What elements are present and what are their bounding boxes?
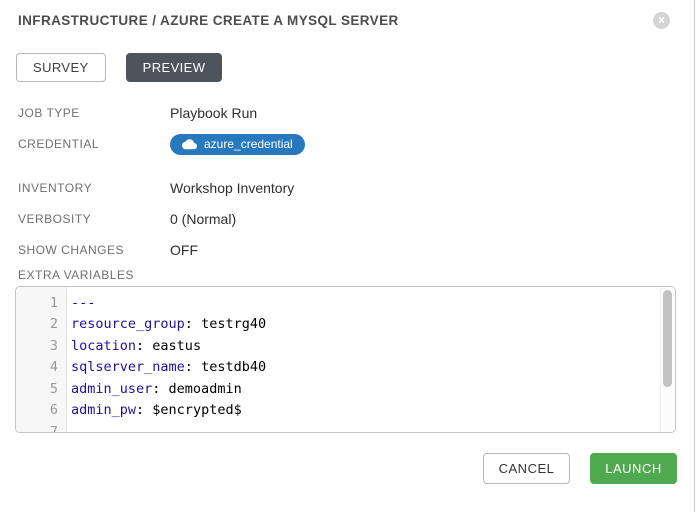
- code-line: 5 admin_user: demoadmin: [16, 378, 675, 400]
- code-line: 1 ---: [16, 292, 675, 314]
- modal-title: INFRASTRUCTURE / AZURE CREATE A MYSQL SE…: [18, 13, 399, 28]
- cancel-button[interactable]: CANCEL: [483, 453, 570, 484]
- tab-bar: SURVEY PREVIEW: [16, 53, 223, 82]
- detail-row-show-changes: SHOW CHANGES OFF: [18, 239, 678, 261]
- line-number: 6: [49, 402, 58, 419]
- job-details: JOB TYPE Playbook Run CREDENTIAL azure_c…: [18, 102, 678, 270]
- code-line: 6 admin_pw: $encrypted$: [16, 400, 675, 422]
- credential-badge[interactable]: azure_credential: [170, 133, 305, 155]
- job-type-label: JOB TYPE: [18, 106, 80, 120]
- editor-gutter: [16, 287, 67, 432]
- code-line: 4 sqlserver_name: testdb40: [16, 357, 675, 379]
- editor-lines: 1 --- 2 resource_group: testrg40 3 locat…: [16, 292, 675, 433]
- close-icon: ×: [657, 13, 665, 27]
- close-button[interactable]: ×: [653, 12, 670, 29]
- line-number: 4: [49, 359, 58, 376]
- tab-preview[interactable]: PREVIEW: [125, 53, 223, 82]
- verbosity-label: VERBOSITY: [18, 212, 92, 226]
- credential-label: CREDENTIAL: [18, 137, 100, 151]
- show-changes-value: OFF: [170, 242, 198, 258]
- line-number: 2: [49, 316, 58, 333]
- launch-button[interactable]: LAUNCH: [590, 453, 677, 484]
- cloud-icon: [182, 138, 197, 150]
- line-number: 1: [49, 294, 58, 311]
- code-line: 3 location: eastus: [16, 335, 675, 357]
- detail-row-verbosity: VERBOSITY 0 (Normal): [18, 208, 678, 230]
- code-line: 7: [16, 421, 675, 433]
- extra-variables-editor[interactable]: 1 --- 2 resource_group: testrg40 3 locat…: [15, 286, 676, 433]
- inventory-label: INVENTORY: [18, 181, 93, 195]
- code-line: 2 resource_group: testrg40: [16, 314, 675, 336]
- credential-badge-label: azure_credential: [204, 137, 293, 151]
- extra-variables-label: EXTRA VARIABLES: [18, 268, 134, 282]
- line-number: 5: [49, 380, 58, 397]
- editor-scrollbar-track: [660, 288, 675, 431]
- inventory-value: Workshop Inventory: [170, 180, 295, 196]
- window-edge-divider: [694, 0, 695, 512]
- detail-row-job-type: JOB TYPE Playbook Run: [18, 102, 678, 124]
- detail-row-inventory: INVENTORY Workshop Inventory: [18, 177, 678, 199]
- verbosity-value: 0 (Normal): [170, 211, 237, 227]
- line-number: 3: [49, 337, 58, 354]
- tab-survey[interactable]: SURVEY: [16, 53, 106, 82]
- editor-scrollbar-thumb[interactable]: [663, 290, 672, 387]
- line-number: 7: [49, 423, 58, 433]
- detail-row-credential: CREDENTIAL azure_credential: [18, 133, 678, 155]
- job-type-value: Playbook Run: [170, 105, 258, 121]
- show-changes-label: SHOW CHANGES: [18, 243, 125, 257]
